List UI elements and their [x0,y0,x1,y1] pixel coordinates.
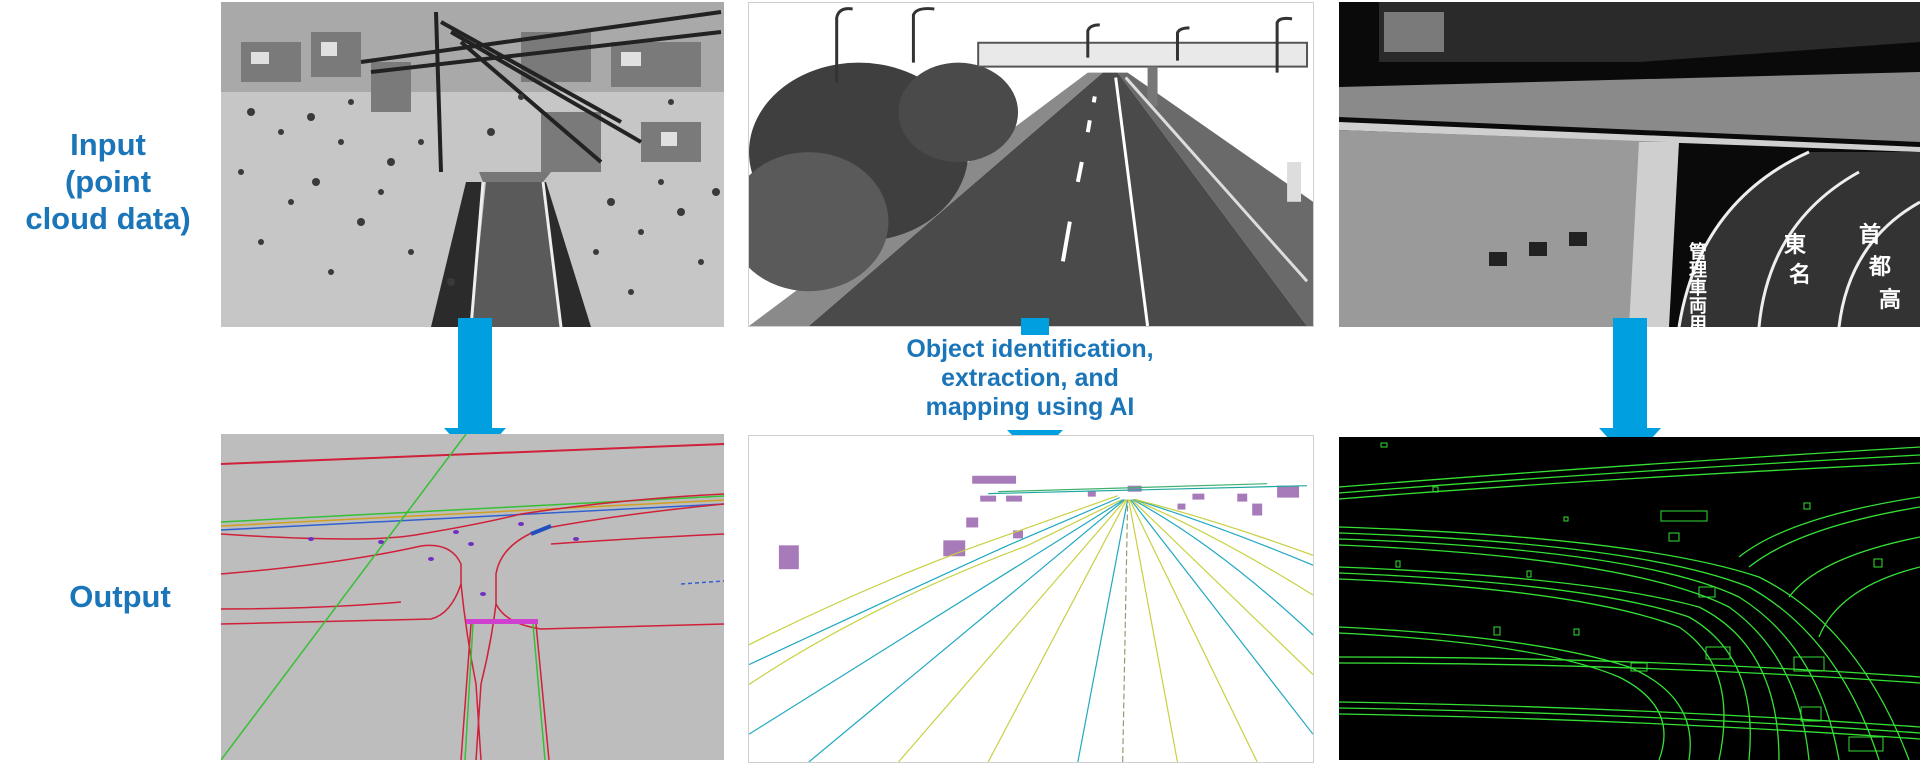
ai-caption-line-1: Object identification, [906,335,1154,363]
ai-process-caption: Object identification, extraction, and m… [876,335,1184,422]
down-arrow-left [444,318,506,462]
input-panel-residential [221,2,724,327]
down-arrow-right [1599,318,1661,462]
ai-caption-line-2: extraction, and [941,364,1119,392]
ai-caption-line-3: mapping using AI [925,393,1135,421]
output-panel-highway [748,435,1314,763]
road-marking-1: 管理車両用通 [1687,241,1707,327]
highway-vector-map [749,436,1313,762]
road-marking-4: 首 [1859,222,1881,247]
input-panel-expressway: 管理車両用通 東 名 首 都 高 [1339,2,1920,327]
output-panel-residential [221,434,724,760]
input-panel-highway [748,2,1314,327]
road-marking-3: 名 [1789,262,1811,287]
residential-point-cloud-image [221,2,724,327]
road-marking-5: 都 [1868,254,1891,279]
input-label-line-3: cloud data) [25,201,191,236]
road-marking-6: 高 [1879,287,1901,312]
highway-point-cloud-image [749,3,1313,326]
output-panel-expressway [1339,437,1920,760]
input-label-line-2: (point [64,164,152,199]
expressway-vector-map [1339,437,1920,760]
road-marking-2: 東 [1784,232,1806,257]
input-label-line-1: Input [70,127,146,162]
expressway-point-cloud-image: 管理車両用通 東 名 首 都 高 [1339,2,1920,327]
output-row-label: Output [69,579,171,614]
input-row-label: Input (point cloud data) [12,126,204,237]
residential-vector-map [221,434,724,760]
